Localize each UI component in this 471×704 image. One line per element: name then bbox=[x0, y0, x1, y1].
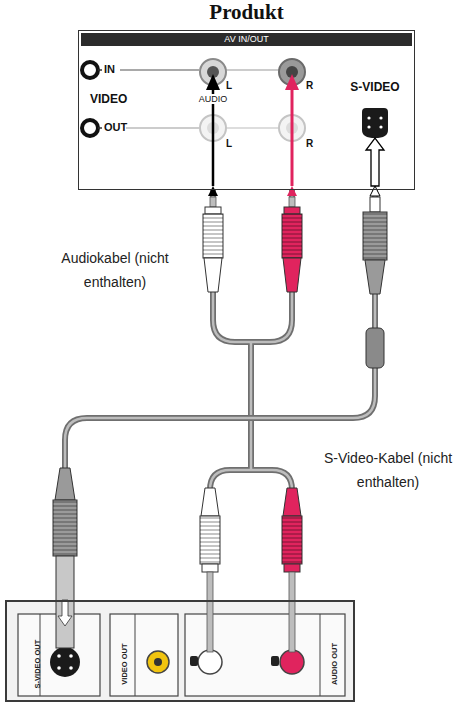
channel-label: L bbox=[226, 80, 232, 91]
product-jacks-part bbox=[367, 116, 370, 119]
audio-plug-white-bottom-part bbox=[201, 488, 219, 516]
audio-plug-red-top bbox=[282, 197, 302, 292]
jack-label: AUDIO OUT bbox=[330, 643, 339, 685]
channel-label: R bbox=[306, 80, 313, 91]
group-label: AUDIO bbox=[198, 94, 229, 104]
panel-header: AV IN/OUT bbox=[81, 33, 412, 46]
panel-title: Produkt bbox=[79, 0, 414, 25]
audio-plug-red-bottom-part bbox=[282, 516, 302, 564]
channel-label: R bbox=[306, 138, 313, 149]
jack-label: S-VIDEO OUT bbox=[33, 640, 42, 689]
audio-plug-red-bottom-part bbox=[289, 572, 295, 652]
audio-plug-white-bottom-part bbox=[200, 516, 220, 564]
audio-plug-red-top-part bbox=[282, 214, 302, 258]
source-device: S-VIDEO OUT VIDEO OUT AUDIO OUT bbox=[5, 600, 355, 702]
source-device-part bbox=[69, 666, 73, 670]
insert-arrows-part bbox=[366, 138, 384, 186]
s-video-plug-top-part bbox=[363, 212, 387, 260]
s-video-plug-bottom-part bbox=[56, 556, 74, 648]
source-device-part bbox=[320, 614, 321, 696]
s-video-plug-top-part bbox=[363, 212, 387, 260]
audio-plug-white-bottom-part bbox=[207, 572, 213, 652]
source-device-part bbox=[147, 651, 169, 673]
audio-plug-red-bottom-part bbox=[282, 516, 302, 564]
product-panel: ProduktAV IN/OUT bbox=[78, 30, 415, 190]
product-jacks-part bbox=[126, 127, 199, 128]
audio-plug-white-top bbox=[203, 197, 223, 292]
s-video-plug-top-part bbox=[370, 197, 380, 212]
product-jacks-part bbox=[98, 69, 102, 71]
source-device-part bbox=[110, 614, 178, 696]
product-jacks-part bbox=[367, 125, 370, 128]
channel-label: L bbox=[226, 138, 232, 149]
audio-plug-white-top-part bbox=[205, 207, 221, 214]
jack-label: IN bbox=[104, 63, 115, 75]
audio-plug-white-bottom-part bbox=[202, 564, 218, 572]
source-device-part bbox=[280, 650, 304, 674]
insert-arrows-part bbox=[206, 74, 220, 90]
audio-plug-red-top-part bbox=[289, 197, 295, 207]
source-device-part bbox=[135, 614, 136, 696]
product-jacks-part bbox=[120, 69, 199, 70]
group-label: VIDEO bbox=[90, 92, 127, 106]
arrow-head bbox=[370, 186, 380, 196]
insert-arrows-part bbox=[291, 86, 294, 186]
product-jacks-part bbox=[379, 125, 382, 128]
s-video-plug-top bbox=[363, 197, 387, 368]
audio-plug-white-top-part bbox=[204, 258, 222, 292]
source-device-part bbox=[154, 658, 162, 666]
s-video-plug-bottom-part bbox=[58, 600, 72, 626]
s-video-plug-bottom bbox=[53, 468, 77, 648]
source-device-part bbox=[69, 654, 73, 658]
source-device-part bbox=[57, 654, 61, 658]
arrow-head bbox=[287, 186, 297, 196]
s-video-plug-top-part bbox=[365, 260, 385, 294]
product-jacks-part bbox=[226, 69, 279, 70]
audio-plug-red-bottom-part bbox=[283, 488, 301, 516]
source-device-part bbox=[57, 666, 61, 670]
s-video-plug-bottom-part bbox=[55, 468, 75, 500]
audio-plug-red-bottom bbox=[282, 488, 302, 652]
cable-note: Audiokabel (nicht enthalten) bbox=[42, 246, 188, 294]
product-jacks-part bbox=[82, 62, 98, 78]
source-device-part bbox=[50, 647, 80, 677]
audio-plug-white-top-part bbox=[203, 214, 223, 258]
audio-plug-red-top-part bbox=[282, 214, 302, 258]
audio-plug-red-top-part bbox=[283, 258, 301, 292]
audio-plug-red-bottom-part bbox=[284, 564, 300, 572]
source-device-part bbox=[190, 656, 198, 666]
product-jacks-part bbox=[362, 108, 388, 138]
s-video-plug-top-part bbox=[366, 328, 384, 368]
source-device-part bbox=[271, 656, 279, 666]
arrow-head bbox=[208, 186, 218, 196]
product-jacks-part bbox=[98, 127, 102, 129]
cable-note: S-Video-Kabel (nicht enthalten) bbox=[312, 446, 464, 494]
audio-plug-red-top-part bbox=[284, 207, 300, 214]
source-device-part bbox=[198, 650, 222, 674]
product-jacks-part bbox=[379, 116, 382, 119]
insert-arrows-part bbox=[285, 74, 299, 90]
audio-plug-white-top-part bbox=[203, 214, 223, 258]
product-jacks-part bbox=[226, 127, 279, 128]
s-video-plug-bottom-part bbox=[53, 500, 77, 556]
product-jacks-part bbox=[82, 120, 98, 136]
jack-label: S-VIDEO bbox=[350, 80, 399, 94]
audio-plug-white-bottom-part bbox=[200, 516, 220, 564]
jack-label: OUT bbox=[104, 121, 127, 133]
jack-label: VIDEO OUT bbox=[120, 643, 129, 684]
audio-plug-white-top-part bbox=[210, 197, 216, 207]
s-video-plug-bottom-part bbox=[53, 500, 77, 556]
product-jacks bbox=[82, 59, 388, 141]
audio-plug-white-bottom bbox=[200, 488, 220, 652]
